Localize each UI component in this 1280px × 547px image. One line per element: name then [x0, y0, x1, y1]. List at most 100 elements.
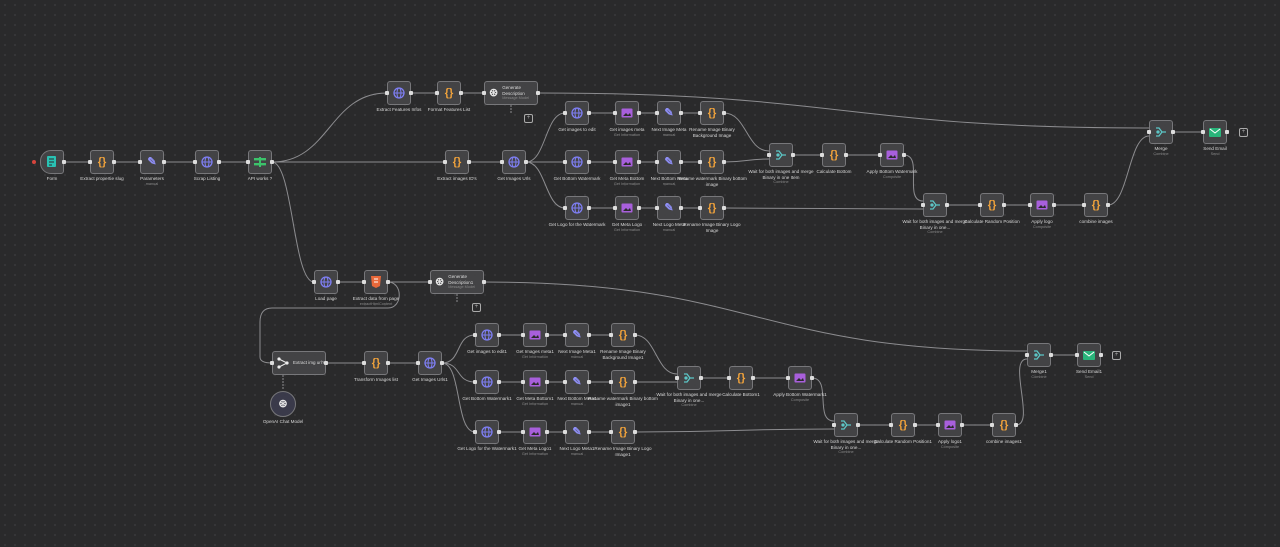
- input-port[interactable]: [193, 160, 197, 164]
- node-d3[interactable]: ✎: [565, 323, 589, 347]
- input-port[interactable]: [609, 430, 613, 434]
- output-port[interactable]: [545, 430, 549, 434]
- node-urls[interactable]: [502, 150, 526, 174]
- input-port[interactable]: [521, 333, 525, 337]
- node-c3[interactable]: ✎: [657, 196, 681, 220]
- node-comb[interactable]: {}: [1084, 193, 1108, 217]
- node-b2[interactable]: [615, 150, 639, 174]
- input-port[interactable]: [655, 160, 659, 164]
- node-f1[interactable]: [475, 420, 499, 444]
- output-port[interactable]: [902, 153, 906, 157]
- connection-urls1-d1[interactable]: [441, 334, 476, 364]
- input-port[interactable]: [921, 203, 925, 207]
- output-port[interactable]: [679, 111, 683, 115]
- node-ximg[interactable]: Extract img url's: [272, 351, 326, 375]
- output-port[interactable]: [945, 203, 949, 207]
- node-logo[interactable]: [1030, 193, 1054, 217]
- node-c1[interactable]: [565, 196, 589, 220]
- node-w3[interactable]: [677, 366, 701, 390]
- input-port[interactable]: [1025, 353, 1029, 357]
- node-d4[interactable]: {}: [611, 323, 635, 347]
- node-d1[interactable]: [475, 323, 499, 347]
- input-port[interactable]: [416, 361, 420, 365]
- output-port[interactable]: [409, 91, 413, 95]
- input-port[interactable]: [521, 430, 525, 434]
- connection-comb-merge[interactable]: [1107, 135, 1150, 206]
- input-port[interactable]: [563, 111, 567, 115]
- input-port[interactable]: [482, 91, 486, 95]
- output-port[interactable]: [679, 160, 683, 164]
- connection-abw1-w4[interactable]: [811, 377, 835, 422]
- connection-d4-w3[interactable]: [634, 334, 678, 375]
- node-calc1[interactable]: {}: [729, 366, 753, 390]
- node-a1[interactable]: [565, 101, 589, 125]
- input-port[interactable]: [1082, 203, 1086, 207]
- output-port[interactable]: [633, 430, 637, 434]
- output-port[interactable]: [637, 160, 641, 164]
- node-urls1[interactable]: [418, 351, 442, 375]
- connection-gen1-merge1[interactable]: [483, 281, 1028, 352]
- input-port[interactable]: [563, 430, 567, 434]
- input-port[interactable]: [385, 91, 389, 95]
- input-port[interactable]: [138, 160, 142, 164]
- add-tool-button[interactable]: +: [472, 303, 481, 312]
- node-c4[interactable]: {}: [700, 196, 724, 220]
- node-crp1[interactable]: {}: [891, 413, 915, 437]
- connection-c4-w2[interactable]: [723, 207, 924, 210]
- node-api[interactable]: [248, 150, 272, 174]
- output-port[interactable]: [633, 380, 637, 384]
- output-port[interactable]: [791, 153, 795, 157]
- node-merge[interactable]: [1149, 120, 1173, 144]
- output-port[interactable]: [545, 333, 549, 337]
- output-port[interactable]: [1225, 130, 1229, 134]
- output-port[interactable]: [1052, 203, 1056, 207]
- connection-f4-w4[interactable]: [634, 428, 835, 433]
- input-port[interactable]: [613, 111, 617, 115]
- node-e3[interactable]: ✎: [565, 370, 589, 394]
- connection-comb1-merge1[interactable]: [1015, 358, 1028, 426]
- output-port[interactable]: [637, 111, 641, 115]
- add-tool-button[interactable]: +: [524, 114, 533, 123]
- node-f2[interactable]: [523, 420, 547, 444]
- connection-gen-merge[interactable]: [537, 92, 1150, 129]
- node-a3[interactable]: ✎: [657, 101, 681, 125]
- output-port[interactable]: [482, 280, 486, 284]
- input-port[interactable]: [820, 153, 824, 157]
- input-port[interactable]: [88, 160, 92, 164]
- node-mail1[interactable]: [1077, 343, 1101, 367]
- output-port[interactable]: [497, 333, 501, 337]
- input-port[interactable]: [1201, 130, 1205, 134]
- node-crp[interactable]: {}: [980, 193, 1004, 217]
- output-port[interactable]: [587, 430, 591, 434]
- node-w1[interactable]: [769, 143, 793, 167]
- input-port[interactable]: [473, 333, 477, 337]
- connection-urls-c1[interactable]: [525, 161, 566, 209]
- node-b3[interactable]: ✎: [657, 150, 681, 174]
- node-a2[interactable]: [615, 101, 639, 125]
- input-port[interactable]: [435, 91, 439, 95]
- output-port[interactable]: [810, 376, 814, 380]
- connection-a4-w1[interactable]: [723, 112, 770, 152]
- input-port[interactable]: [428, 280, 432, 284]
- output-port[interactable]: [467, 160, 471, 164]
- output-port[interactable]: [722, 111, 726, 115]
- node-load[interactable]: [314, 270, 338, 294]
- input-port[interactable]: [500, 160, 504, 164]
- node-e1[interactable]: [475, 370, 499, 394]
- input-port[interactable]: [473, 380, 477, 384]
- input-port[interactable]: [1028, 203, 1032, 207]
- node-slug[interactable]: {}: [90, 150, 114, 174]
- node-calc[interactable]: {}: [822, 143, 846, 167]
- input-port[interactable]: [473, 430, 477, 434]
- input-port[interactable]: [698, 160, 702, 164]
- output-port[interactable]: [699, 376, 703, 380]
- output-port[interactable]: [497, 380, 501, 384]
- input-port[interactable]: [563, 206, 567, 210]
- output-port[interactable]: [386, 280, 390, 284]
- input-port[interactable]: [563, 333, 567, 337]
- output-port[interactable]: [722, 160, 726, 164]
- connection-urls1-e1[interactable]: [441, 362, 476, 383]
- connection-xdata-ximg[interactable]: [259, 281, 400, 364]
- input-port[interactable]: [1075, 353, 1079, 357]
